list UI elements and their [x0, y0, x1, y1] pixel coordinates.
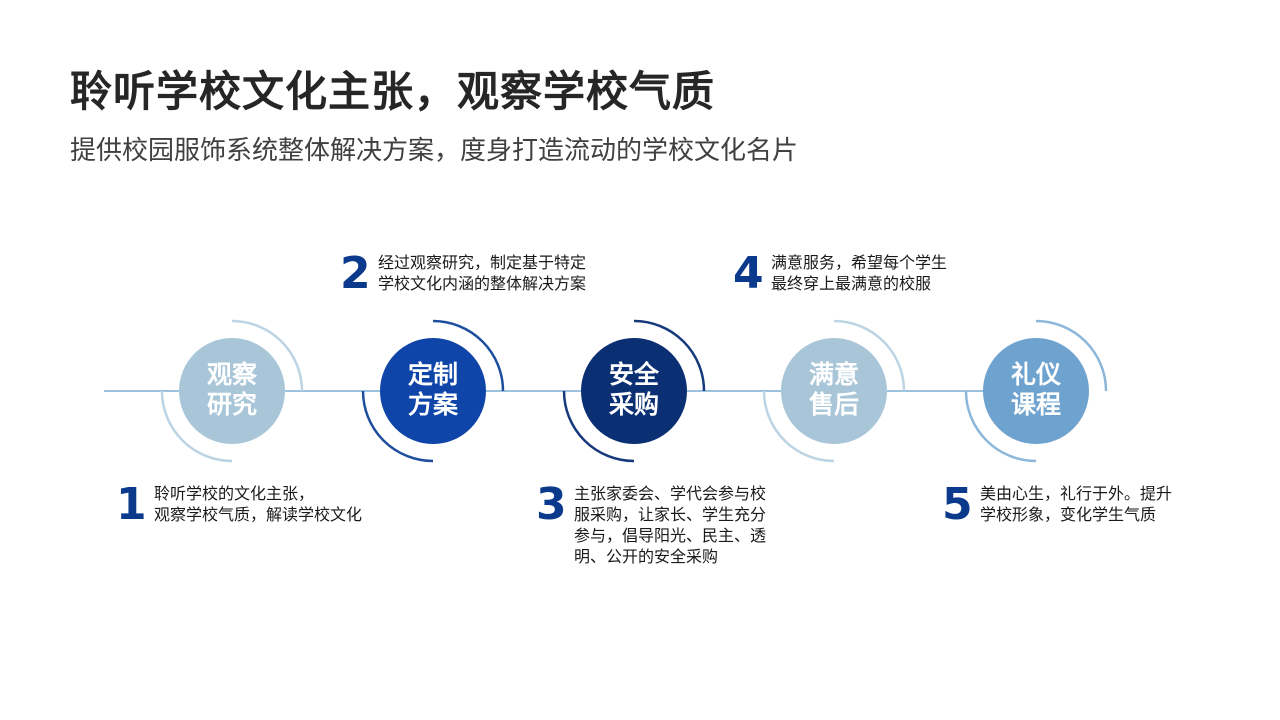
arc-top-3 [633, 319, 706, 392]
page-subtitle: 提供校园服饰系统整体解决方案，度身打造流动的学校文化名片 [70, 136, 799, 166]
circle-label-5: 礼仪课程 [981, 360, 1091, 420]
arc-top-4 [833, 319, 906, 392]
step-text-line: 服采购，让家长、学生充分 [574, 505, 767, 524]
step-text-line: 主张家委会、学代会参与校 [574, 484, 767, 503]
circle-label-line: 礼仪 [1010, 360, 1061, 389]
step-text: 主张家委会、学代会参与校服采购，让家长、学生充分参与，倡导阳光、民主、透明、公开… [574, 483, 766, 567]
step-circle-4 [781, 338, 887, 444]
step-text-line: 明、公开的安全采购 [574, 547, 719, 566]
arc-top-2 [432, 319, 505, 392]
circle-label-line: 满意 [808, 360, 859, 389]
step-text-line: 参与，倡导阳光、民主、透 [574, 526, 767, 545]
step-circle-5 [983, 338, 1089, 444]
arc-bottom-2 [361, 390, 434, 463]
step-text-line: 经过观察研究，制定基于特定 [378, 253, 587, 272]
step-text: 满意服务，希望每个学生最终穿上最满意的校服 [771, 252, 947, 294]
step-text: 聆听学校的文化主张， 观察学校气质，解读学校文化 [154, 483, 362, 525]
step-circle-2 [380, 338, 486, 444]
circle-label-2: 定制方案 [378, 360, 488, 420]
arc-top-5 [1035, 319, 1108, 392]
circle-label-4: 满意售后 [779, 360, 889, 420]
arc-bottom-4 [762, 390, 835, 463]
circle-label-line: 定制 [407, 360, 458, 389]
circle-label-1: 观察研究 [177, 360, 287, 420]
step-number: 5 [942, 479, 973, 530]
step-text: 经过观察研究，制定基于特定学校文化内涵的整体解决方案 [378, 252, 586, 294]
arc-bottom-5 [964, 390, 1037, 463]
page-title: 聆听学校文化主张，观察学校气质 [70, 67, 716, 116]
step-circles [179, 338, 1089, 444]
step-text-line: 满意服务，希望每个学生 [771, 253, 948, 272]
circle-label-line: 安全 [608, 360, 659, 389]
step-text-line: 聆听学校的文化主张， [154, 484, 315, 503]
arc-bottom-3 [562, 390, 635, 463]
step-number: 1 [116, 479, 147, 530]
circle-label-line: 观察 [206, 360, 257, 389]
step-text-line: 最终穿上最满意的校服 [771, 274, 932, 293]
circle-label-line: 方案 [407, 390, 458, 419]
circle-label-line: 售后 [808, 390, 859, 419]
step-number: 3 [536, 479, 567, 530]
arc-top-1 [231, 319, 304, 392]
step-number: 4 [733, 248, 764, 299]
step-text-line: 学校形象，变化学生气质 [980, 505, 1157, 524]
arc-bottom-1 [160, 390, 233, 463]
circle-label-line: 课程 [1010, 390, 1061, 419]
step-number: 2 [340, 248, 371, 299]
step-circle-3 [581, 338, 687, 444]
step-text-line: 学校文化内涵的整体解决方案 [378, 274, 587, 293]
step-circle-1 [179, 338, 285, 444]
step-text-line: 美由心生，礼行于外。提升 [980, 484, 1173, 503]
circle-label-line: 研究 [206, 390, 257, 419]
step-text: 美由心生，礼行于外。提升学校形象，变化学生气质 [980, 483, 1172, 525]
circle-label-line: 采购 [608, 390, 659, 419]
step-text-line: 观察学校气质，解读学校文化 [154, 505, 363, 524]
circle-label-3: 安全采购 [579, 360, 689, 420]
circle-arcs [160, 319, 1108, 463]
